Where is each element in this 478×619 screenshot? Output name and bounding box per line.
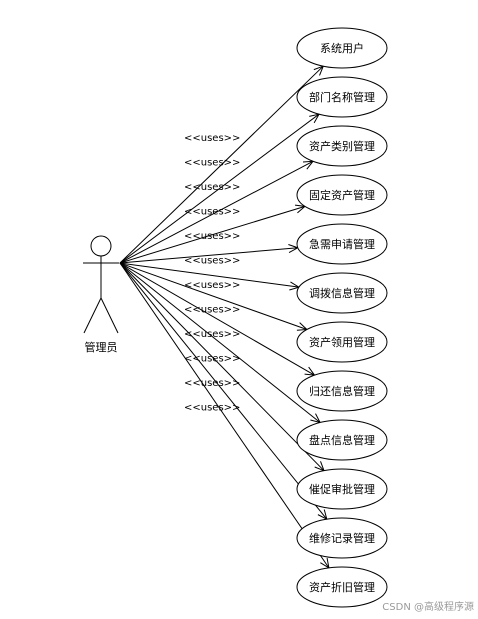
use-case-ellipse bbox=[296, 321, 388, 363]
uses-label-12: <<uses>> bbox=[184, 403, 240, 414]
use-case-10: 催促审批管理 bbox=[296, 468, 388, 510]
use-case-label: 维修记录管理 bbox=[309, 531, 375, 545]
actor-label: 管理员 bbox=[85, 340, 118, 354]
watermark: CSDN @高级程序源 bbox=[382, 600, 474, 613]
uses-label-2: <<uses>> bbox=[184, 158, 240, 169]
use-case-ellipse bbox=[296, 370, 388, 412]
use-case-label: 系统用户 bbox=[320, 41, 364, 55]
use-case-label: 调拨信息管理 bbox=[309, 286, 375, 300]
use-case-label: 固定资产管理 bbox=[309, 188, 375, 202]
use-case-7: 资产领用管理 bbox=[296, 321, 388, 363]
association-line-9 bbox=[119, 262, 321, 423]
uses-label-11: <<uses>> bbox=[184, 378, 240, 389]
actor-left-leg bbox=[83, 297, 102, 334]
use-case-label: 资产类别管理 bbox=[309, 139, 375, 153]
uses-label-8: <<uses>> bbox=[184, 305, 240, 316]
use-case-3: 资产类别管理 bbox=[296, 125, 388, 167]
use-case-1: 系统用户 bbox=[296, 27, 388, 69]
use-case-8: 归还信息管理 bbox=[296, 370, 388, 412]
use-case-ellipse bbox=[296, 125, 388, 167]
uses-label-4: <<uses>> bbox=[184, 207, 240, 218]
uses-labels: <<uses>> <<uses>> <<uses>> <<uses>> <<uses>>… bbox=[184, 133, 240, 414]
use-case-ellipse bbox=[296, 76, 388, 118]
use-case-ellipse bbox=[296, 517, 388, 559]
use-case-ellipse bbox=[296, 272, 388, 314]
use-case-12: 资产折旧管理 bbox=[296, 566, 388, 608]
use-case-label: 归还信息管理 bbox=[309, 384, 375, 398]
association-line-8 bbox=[119, 262, 315, 376]
association-line-11 bbox=[119, 262, 328, 520]
association-line-3 bbox=[119, 160, 314, 264]
uses-label-5: <<uses>> bbox=[184, 231, 240, 242]
actor-head bbox=[90, 235, 112, 257]
use-case-6: 调拨信息管理 bbox=[296, 272, 388, 314]
use-case-9: 盘点信息管理 bbox=[296, 419, 388, 461]
use-case-ellipse bbox=[296, 566, 388, 608]
association-line-5 bbox=[119, 247, 298, 264]
use-case-5: 急需申请管理 bbox=[296, 223, 388, 265]
use-case-label: 资产折旧管理 bbox=[309, 580, 375, 594]
association-line-1 bbox=[119, 65, 324, 264]
uses-label-9: <<uses>> bbox=[184, 329, 240, 340]
use-cases: 系统用户部门名称管理资产类别管理固定资产管理急需申请管理调拨信息管理资产领用管理… bbox=[296, 27, 388, 608]
uses-label-1: <<uses>> bbox=[184, 133, 240, 144]
use-case-ellipse bbox=[296, 223, 388, 265]
use-case-label: 催促审批管理 bbox=[309, 482, 375, 496]
association-line-6 bbox=[119, 262, 300, 288]
association-lines bbox=[119, 65, 330, 569]
uses-label-6: <<uses>> bbox=[184, 256, 240, 267]
use-case-ellipse bbox=[296, 419, 388, 461]
association-line-7 bbox=[119, 262, 308, 330]
use-case-ellipse bbox=[296, 468, 388, 510]
use-case-11: 维修记录管理 bbox=[296, 517, 388, 559]
use-case-4: 固定资产管理 bbox=[296, 174, 388, 216]
uses-label-10: <<uses>> bbox=[184, 354, 240, 365]
use-case-label: 资产领用管理 bbox=[309, 335, 375, 349]
actor: 管理员 bbox=[83, 235, 119, 354]
arrowhead-8 bbox=[304, 366, 316, 376]
actor-right-leg bbox=[100, 297, 119, 334]
association-line-10 bbox=[119, 262, 325, 472]
use-case-label: 部门名称管理 bbox=[309, 90, 375, 104]
uses-label-7: <<uses>> bbox=[184, 280, 240, 291]
use-case-2: 部门名称管理 bbox=[296, 76, 388, 118]
use-case-label: 急需申请管理 bbox=[309, 237, 375, 251]
use-case-ellipse bbox=[296, 174, 388, 216]
association-line-4 bbox=[119, 205, 306, 264]
association-line-2 bbox=[119, 113, 320, 264]
uses-label-3: <<uses>> bbox=[184, 182, 240, 193]
association-line-12 bbox=[119, 262, 330, 569]
use-case-label: 盘点信息管理 bbox=[309, 433, 375, 447]
use-case-ellipse bbox=[296, 27, 388, 69]
